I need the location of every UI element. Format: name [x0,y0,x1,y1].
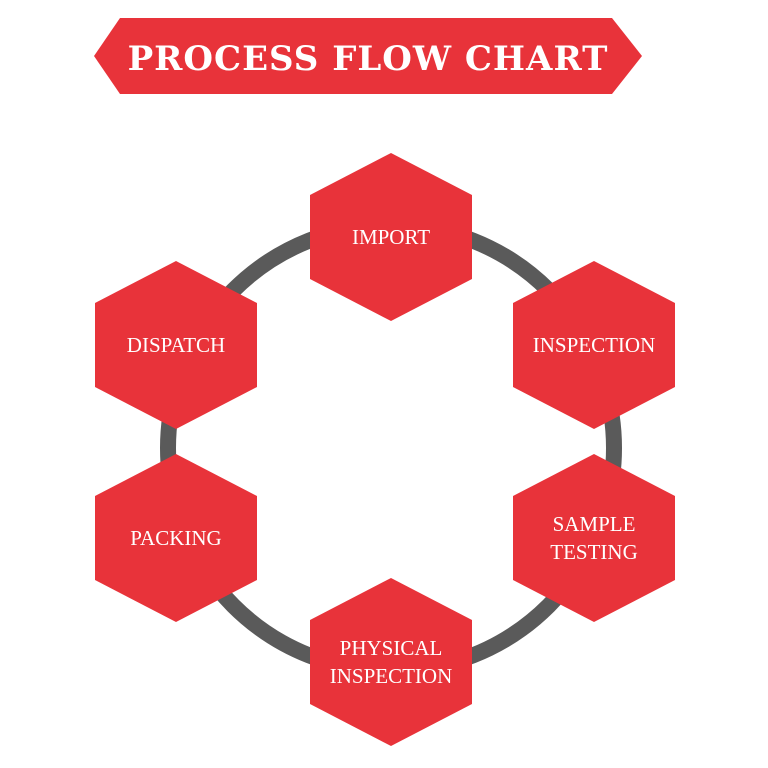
page-title: PROCESS FLOW CHART [128,39,609,79]
step-dispatch: DISPATCH [95,261,257,429]
step-label: INSPECTION [533,333,656,357]
step-label: PACKING [130,526,221,550]
step-hexagon [513,261,675,429]
title-banner: PROCESS FLOW CHART [94,18,642,94]
step-inspection: INSPECTION [513,261,675,429]
title-banner-shape [94,18,642,94]
step-label: INSPECTION [330,664,453,688]
step-hexagon [310,578,472,746]
step-hexagon [95,261,257,429]
step-physical-inspection: PHYSICAL INSPECTION [310,578,472,746]
step-sample-testing: SAMPLE TESTING [513,454,675,622]
step-hexagon [513,454,675,622]
step-hexagon [310,153,472,321]
step-packing: PACKING [95,454,257,622]
step-import: IMPORT [310,153,472,321]
step-label: IMPORT [352,225,430,249]
process-steps: IMPORT INSPECTION SAMPLE TESTING PHYSICAL INS… [95,153,675,746]
step-hexagon [95,454,257,622]
step-label: SAMPLE [553,512,636,536]
step-label: DISPATCH [127,333,225,357]
step-label: PHYSICAL [340,636,443,660]
step-label: TESTING [550,540,638,564]
